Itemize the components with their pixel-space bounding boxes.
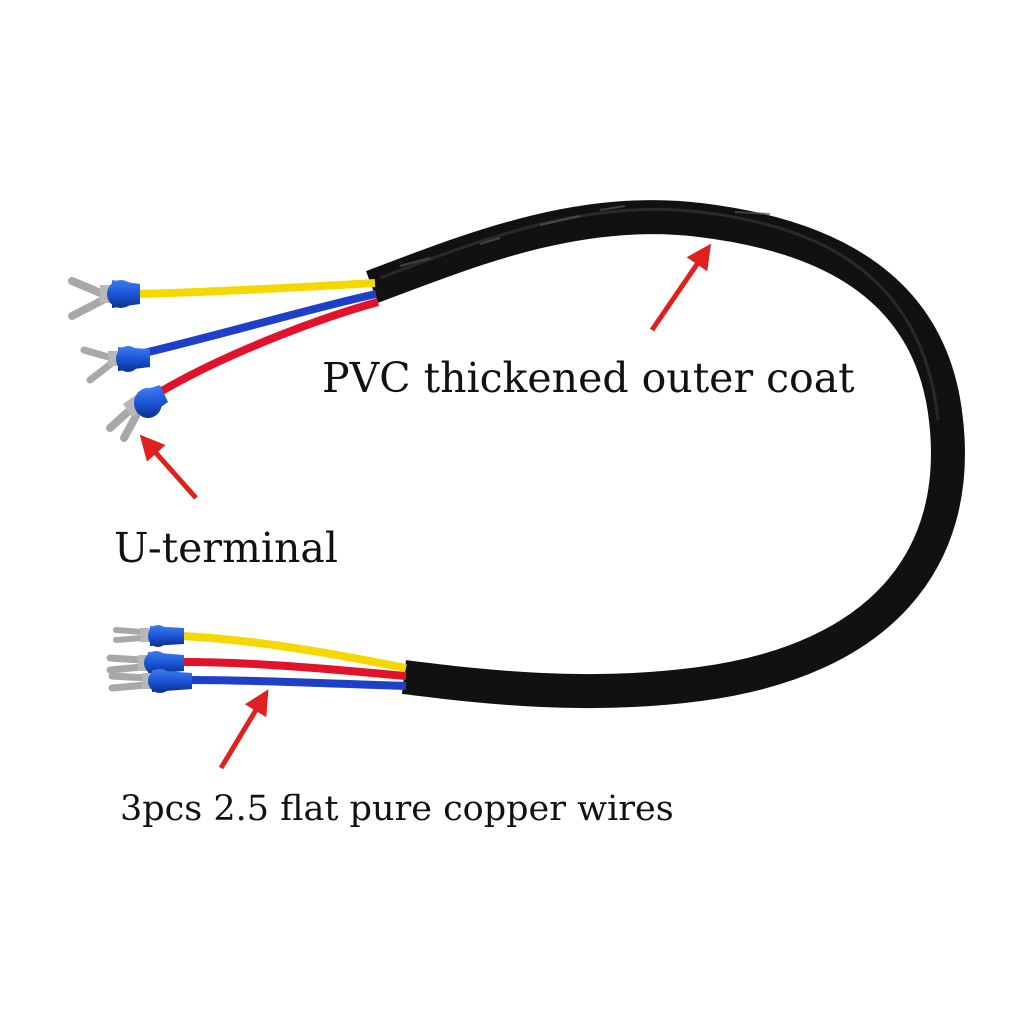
u-terminal — [108, 669, 192, 693]
upper-wire-group — [68, 277, 380, 442]
terminal-pointer-arrow — [139, 434, 198, 500]
u-terminal — [80, 346, 150, 384]
upper-yellow-wire — [133, 279, 376, 298]
cable-print-marks — [399, 205, 771, 267]
lower-wire-group — [106, 625, 407, 693]
wires-pointer-arrow — [218, 689, 269, 770]
cable-jacket — [365, 200, 965, 709]
u-terminal — [113, 625, 184, 647]
upper-blue-wire — [139, 290, 377, 358]
u-terminal — [106, 385, 168, 442]
lower-blue-wire — [189, 676, 407, 690]
u-terminal — [68, 277, 140, 320]
upper-red-wire — [147, 298, 380, 402]
cable-jacket-highlight — [379, 207, 940, 421]
copper-wires-caption: 3pcs 2.5 flat pure copper wires — [120, 789, 674, 829]
lower-yellow-wire — [181, 632, 407, 672]
lower-red-wire — [181, 658, 407, 680]
coat-pointer-arrow — [649, 243, 712, 332]
u-terminal-caption: U-terminal — [114, 524, 338, 572]
outer-coat-caption: PVC thickened outer coat — [322, 354, 855, 402]
u-terminal — [106, 651, 184, 675]
